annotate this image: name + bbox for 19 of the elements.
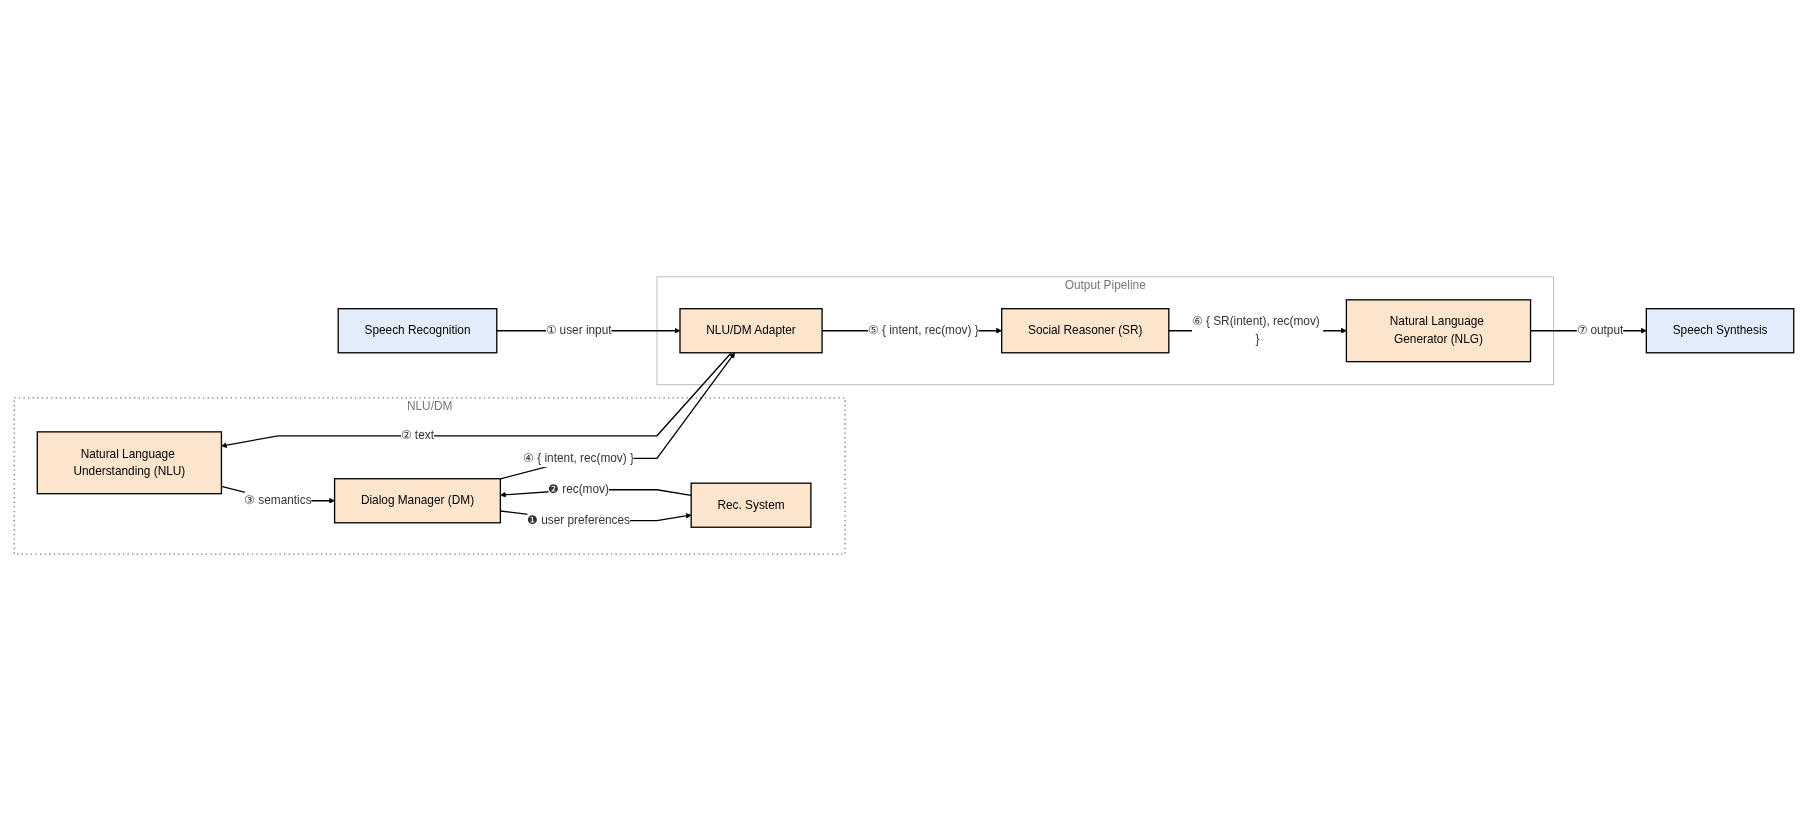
node-box: Rec. System <box>690 482 812 528</box>
edge-label: ③ semantics <box>244 493 312 508</box>
edge-label: ⑥ { SR(intent), rec(mov) } <box>1192 314 1320 346</box>
edge-label: ⑦ output <box>1576 323 1624 337</box>
node-box: Natural Language Understanding (NLU) <box>36 431 223 495</box>
edge-label: ❶ user preferences <box>527 513 630 527</box>
node-box: Speech Recognition <box>337 308 498 354</box>
node-box: Speech Synthesis <box>1645 308 1795 354</box>
edge-label: ① user input <box>545 323 612 337</box>
node-box: NLU/DM Adapter <box>679 308 823 354</box>
node-box: Natural Language Generator (NLG) <box>1345 299 1532 363</box>
edge-label: ④ { intent, rec(mov) } <box>523 451 634 465</box>
node-box: Dialog Manager (DM) <box>333 478 502 524</box>
node-box: Social Reasoner (SR) <box>1001 308 1170 354</box>
arrow <box>499 352 736 480</box>
edge-label: ❷ rec(mov) <box>548 482 609 496</box>
edge-label: ⑤ { intent, rec(mov) } <box>868 323 979 337</box>
edge-label: ② text <box>401 428 434 443</box>
arrow <box>221 352 732 448</box>
